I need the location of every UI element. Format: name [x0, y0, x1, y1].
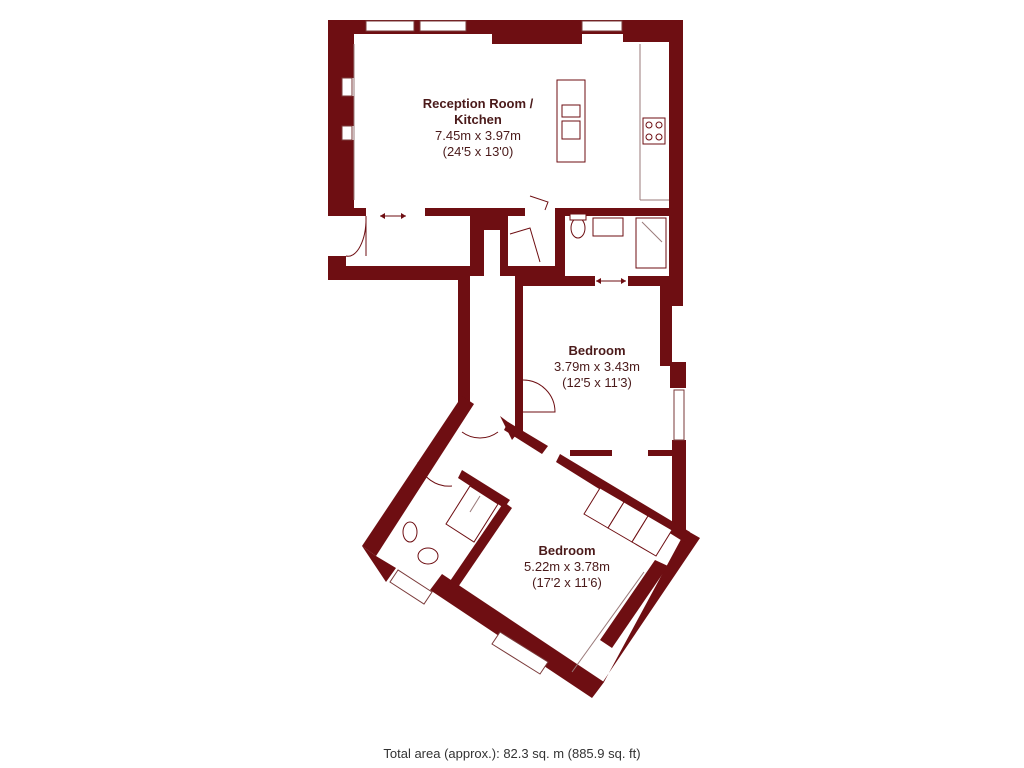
kitchen-door-leaf — [529, 195, 549, 211]
room-dimensions-imperial: (12'5 x 11'3) — [562, 375, 632, 390]
bedroom-1-label: Bedroom 3.79m x 3.43m (12'5 x 11'3) — [537, 343, 657, 391]
room-dimensions-metric: 7.45m x 3.97m — [435, 128, 521, 143]
bedroom-1-walls — [515, 286, 686, 530]
wardrobes — [571, 487, 673, 673]
bedroom-1-window — [673, 389, 685, 441]
cupboard-door — [509, 227, 541, 263]
door-arrows — [380, 213, 626, 284]
room-name: Bedroom — [568, 343, 626, 358]
bedroom-2-label: Bedroom 5.22m x 3.78m (17'2 x 11'6) — [507, 543, 627, 591]
total-area-caption: Total area (approx.): 82.3 sq. m (885.9 … — [383, 746, 641, 761]
room-dimensions-metric: 3.79m x 3.43m — [554, 359, 640, 374]
reception-room-label: Reception Room / Kitchen 7.45m x 3.97m (… — [403, 96, 553, 160]
hallway-walls — [328, 208, 670, 406]
bedroom-2-walls — [362, 396, 700, 698]
room-name: Reception Room / — [422, 96, 534, 111]
entrance-door-swing — [345, 215, 367, 257]
kitchen-fittings — [353, 44, 669, 201]
bedroom-1-door — [522, 379, 556, 413]
bedroom-2-windows — [389, 569, 549, 675]
bathroom — [569, 213, 667, 269]
room-name: Bedroom — [538, 543, 596, 558]
room-dimensions-metric: 5.22m x 3.78m — [524, 559, 610, 574]
ensuite-fittings — [402, 431, 499, 565]
room-dimensions-imperial: (17'2 x 11'6) — [532, 575, 602, 590]
room-dimensions-imperial: (24'5 x 13'0) — [442, 144, 514, 159]
reception-windows — [341, 20, 623, 141]
room-name-line-2: Kitchen — [454, 112, 502, 127]
